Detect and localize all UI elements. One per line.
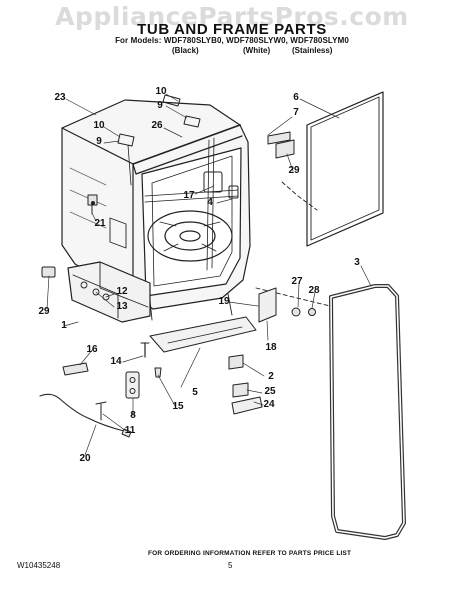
callout-label: 10 <box>155 86 167 97</box>
callout-label: 20 <box>79 453 91 464</box>
callout-label: 7 <box>293 107 299 118</box>
small-parts <box>39 131 316 438</box>
callout-label: 27 <box>291 276 303 287</box>
base-frame <box>41 261 151 323</box>
callout-label: 11 <box>124 425 136 436</box>
variant-stainless-label: (Stainless) <box>292 46 333 55</box>
callout-label: 23 <box>54 92 66 103</box>
callout-label: 3 <box>354 257 360 268</box>
callout-label: 14 <box>110 356 122 367</box>
callout-label: 15 <box>172 401 184 412</box>
leader-lines <box>46 93 372 456</box>
callout-label: 16 <box>86 344 98 355</box>
callout-label: 4 <box>207 197 213 208</box>
door-gasket <box>255 284 406 540</box>
callout-label: 9 <box>157 100 163 111</box>
variant-black-label: (Black) <box>172 46 199 55</box>
tub-assembly <box>61 94 251 321</box>
callout-label: 29 <box>38 306 50 317</box>
callout-label: 10 <box>93 120 105 131</box>
callout-label: 6 <box>293 92 299 103</box>
callout-label: 28 <box>308 285 320 296</box>
callout-label: 2 <box>268 371 274 382</box>
page-number: 5 <box>228 561 233 570</box>
callout-label: 21 <box>94 218 106 229</box>
callout-label: 1 <box>61 320 67 331</box>
callout-label: 13 <box>116 301 128 312</box>
model-list: For Models: WDF780SLYB0, WDF780SLYW0, WD… <box>115 36 349 45</box>
callout-label: 5 <box>192 387 198 398</box>
callout-label: 18 <box>265 342 277 353</box>
callout-label: 12 <box>116 286 128 297</box>
callout-label: 8 <box>130 410 136 421</box>
callout-label: 26 <box>151 120 163 131</box>
callout-label: 17 <box>183 190 195 201</box>
document-number: W10435248 <box>17 561 61 570</box>
variant-white-label: (White) <box>243 46 271 55</box>
callout-label: 24 <box>263 399 275 410</box>
ordering-information-note: FOR ORDERING INFORMATION REFER TO PARTS … <box>148 550 352 557</box>
callout-label: 19 <box>218 296 230 307</box>
callout-label: 9 <box>96 136 102 147</box>
page-title: TUB AND FRAME PARTS <box>137 21 327 38</box>
callout-label: 29 <box>288 165 300 176</box>
door-seal-top <box>281 91 384 247</box>
callout-label: 25 <box>264 386 276 397</box>
